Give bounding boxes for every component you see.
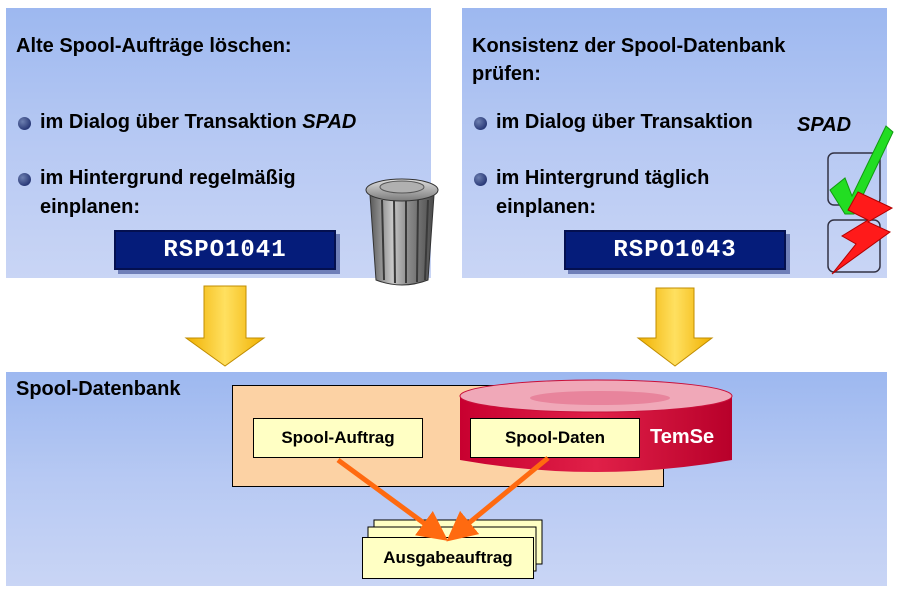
right-bullet-background: im Hintergrund täglich: [496, 167, 710, 189]
left-heading: Alte Spool-Aufträge löschen:: [16, 35, 292, 57]
left-bullet-dialog-text: im Dialog über Transaktion: [40, 111, 303, 133]
left-bullet-background-line2: einplanen:: [40, 196, 141, 218]
bullet-dot: [474, 173, 487, 186]
right-bullet-dialog: im Dialog über Transaktion: [496, 111, 753, 133]
spool-database-title: Spool-Datenbank: [16, 378, 181, 400]
left-bullet-dialog: im Dialog über Transaktion SPAD: [40, 108, 356, 136]
yellow-down-arrow-icon: [184, 285, 266, 367]
flow-arrow-daten: [446, 456, 550, 542]
right-transaction-code: SPAD: [797, 114, 852, 136]
flow-arrow-auftrag: [336, 457, 449, 541]
trash-can-icon: [365, 178, 439, 286]
spool-daten-box: Spool-Daten: [470, 418, 640, 458]
right-heading-line2: prüfen:: [472, 63, 541, 85]
bullet-dot: [474, 117, 487, 130]
temse-label: TemSe: [650, 426, 715, 448]
check-status-icons: [827, 125, 894, 275]
spool-auftrag-box: Spool-Auftrag: [253, 418, 423, 458]
left-bullet-background: im Hintergrund regelmäßig: [40, 167, 296, 189]
bullet-dot: [18, 117, 31, 130]
bullet-dot: [18, 173, 31, 186]
left-transaction-code: SPAD: [302, 111, 357, 133]
green-checkmark-icon: [829, 125, 894, 215]
program-box-rspo1043: RSPO1043: [564, 230, 786, 270]
yellow-down-arrow-icon: [636, 287, 714, 367]
right-heading-line1: Konsistenz der Spool-Datenbank: [472, 35, 786, 57]
red-lightning-icon: [831, 191, 894, 275]
right-bullet-background-line2: einplanen:: [496, 196, 597, 218]
ausgabeauftrag-box: Ausgabeauftrag: [362, 537, 534, 579]
program-box-rspo1041: RSPO1041: [114, 230, 336, 270]
